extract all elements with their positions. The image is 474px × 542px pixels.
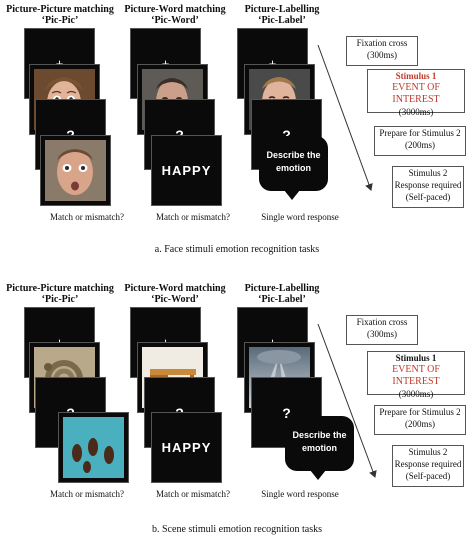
- stimulus1-label: Stimulus 1: [395, 353, 437, 363]
- fixation-label: Fixation cross: [356, 317, 408, 327]
- fixation-cross: +: [55, 56, 64, 71]
- question-mark: ?: [282, 126, 291, 143]
- stimulus2-screen: HAPPY: [152, 136, 221, 205]
- stimulus1-timing-box: Stimulus 1 EVENT OF INTEREST (3000ms): [367, 351, 465, 399]
- question-mark: ?: [36, 378, 105, 447]
- response-label: Match or mismatch?: [156, 212, 230, 222]
- column-subtitle: ‘Pic-Word’: [151, 294, 199, 305]
- bubble-line: emotion: [302, 443, 337, 453]
- emotion-word: HAPPY: [161, 163, 212, 178]
- stimulus1-time: (3000ms): [398, 107, 434, 117]
- stimulus2-screen: [59, 413, 128, 482]
- bubble-tail: [284, 190, 300, 200]
- fixation-label: Fixation cross: [356, 38, 408, 48]
- stimulus2-response-label: Response required: [394, 459, 462, 469]
- scene-stimuli-panel: Picture-Picture matching ‘Pic-Pic’ Pictu…: [0, 271, 474, 542]
- fixation-cross: +: [268, 56, 277, 71]
- describe-emotion-bubble: Describe the emotion: [285, 416, 354, 480]
- question-mark: ?: [282, 404, 291, 421]
- column-subtitle: ‘Pic-Label’: [258, 15, 306, 26]
- bubble-text: Describe the emotion: [259, 149, 328, 175]
- response-label: Match or mismatch?: [156, 489, 230, 499]
- column-title: Picture-Picture matching: [6, 4, 114, 15]
- fixation-timing-box: Fixation cross (300ms): [346, 36, 418, 66]
- stimulus2-pace: (Self-paced): [405, 192, 451, 202]
- column-title: Picture-Word matching: [124, 4, 226, 15]
- describe-emotion-bubble: Describe the emotion: [259, 136, 328, 200]
- response-label: Match or mismatch?: [50, 489, 124, 499]
- response-label: Match or mismatch?: [50, 212, 124, 222]
- event-of-interest-label: EVENT OF INTEREST: [392, 364, 440, 387]
- stimulus2-timing-box: Stimulus 2 Response required (Self-paced…: [392, 445, 464, 487]
- column-subtitle: ‘Pic-Word’: [151, 15, 199, 26]
- question-mark: ?: [145, 378, 214, 447]
- stimulus2-label: Stimulus 2: [408, 168, 448, 178]
- emotion-word: HAPPY: [161, 440, 212, 455]
- stimulus1-label: Stimulus 1: [395, 71, 437, 81]
- fixation-cross: +: [25, 308, 94, 377]
- prepare-timing-box: Prepare for Stimulus 2 (200ms): [374, 126, 466, 156]
- bubble-tail: [310, 470, 326, 480]
- panel-caption: b. Scene stimuli emotion recognition tas…: [152, 524, 322, 535]
- prepare-time: (200ms): [405, 419, 435, 429]
- surprised-face-photo: [45, 140, 106, 201]
- fixation-time: (300ms): [367, 329, 397, 339]
- column-subtitle: ‘Pic-Pic’: [41, 294, 79, 305]
- prepare-time: (200ms): [405, 140, 435, 150]
- face-stimuli-panel: Picture-Picture matching ‘Pic-Pic’ Pictu…: [0, 4, 466, 255]
- panel-caption: a. Face stimuli emotion recognition task…: [154, 244, 320, 255]
- event-of-interest-label: EVENT OF INTEREST: [392, 82, 440, 105]
- cockroach-scene-photo: [63, 417, 124, 478]
- fixation-time: (300ms): [367, 50, 397, 60]
- prepare-label: Prepare for Stimulus 2: [379, 407, 461, 417]
- column-title: Picture-Labelling: [244, 283, 320, 294]
- stimulus2-screen: [41, 136, 110, 205]
- bubble-line: Describe the: [266, 150, 321, 160]
- fixation-cross: +: [161, 56, 170, 71]
- column-header-pic-pic: Picture-Picture matching ‘Pic-Pic’: [0, 283, 120, 305]
- stimulus1-timing-box: Stimulus 1 EVENT OF INTEREST (3000ms): [367, 69, 465, 117]
- stimulus1-time: (3000ms): [398, 389, 434, 399]
- fixation-cross: +: [238, 308, 307, 377]
- stimulus2-response-label: Response required: [394, 180, 462, 190]
- column-title: Picture-Labelling: [244, 4, 320, 15]
- column-title: Picture-Word matching: [124, 283, 226, 294]
- stimulus2-pace: (Self-paced): [405, 471, 451, 481]
- column-header-pic-word: Picture-Word matching ‘Pic-Word’: [115, 4, 235, 26]
- bubble-line: Describe the: [292, 430, 347, 440]
- prepare-timing-box: Prepare for Stimulus 2 (200ms): [374, 405, 466, 435]
- stimulus2-timing-box: Stimulus 2 Response required (Self-paced…: [392, 166, 464, 208]
- stimulus2-label: Stimulus 2: [408, 447, 448, 457]
- timeline-arrow: [317, 44, 373, 191]
- question-mark: ?: [66, 126, 75, 143]
- prepare-label: Prepare for Stimulus 2: [379, 128, 461, 138]
- response-label: Single word response: [261, 212, 339, 222]
- question-mark: ?: [175, 126, 184, 143]
- column-header-pic-label: Picture-Labelling ‘Pic-Label’: [222, 283, 342, 305]
- bubble-text: Describe the emotion: [285, 429, 354, 455]
- timeline-arrow: [317, 323, 377, 478]
- response-label: Single word response: [261, 489, 339, 499]
- stimulus2-screen: HAPPY: [152, 413, 221, 482]
- column-subtitle: ‘Pic-Pic’: [41, 15, 79, 26]
- fixation-timing-box: Fixation cross (300ms): [346, 315, 418, 345]
- bubble-line: emotion: [276, 163, 311, 173]
- column-header-pic-pic: Picture-Picture matching ‘Pic-Pic’: [0, 4, 120, 26]
- fixation-cross: +: [131, 308, 200, 377]
- column-title: Picture-Picture matching: [6, 283, 114, 294]
- column-subtitle: ‘Pic-Label’: [258, 294, 306, 305]
- column-header-pic-label: Picture-Labelling ‘Pic-Label’: [222, 4, 342, 26]
- column-header-pic-word: Picture-Word matching ‘Pic-Word’: [115, 283, 235, 305]
